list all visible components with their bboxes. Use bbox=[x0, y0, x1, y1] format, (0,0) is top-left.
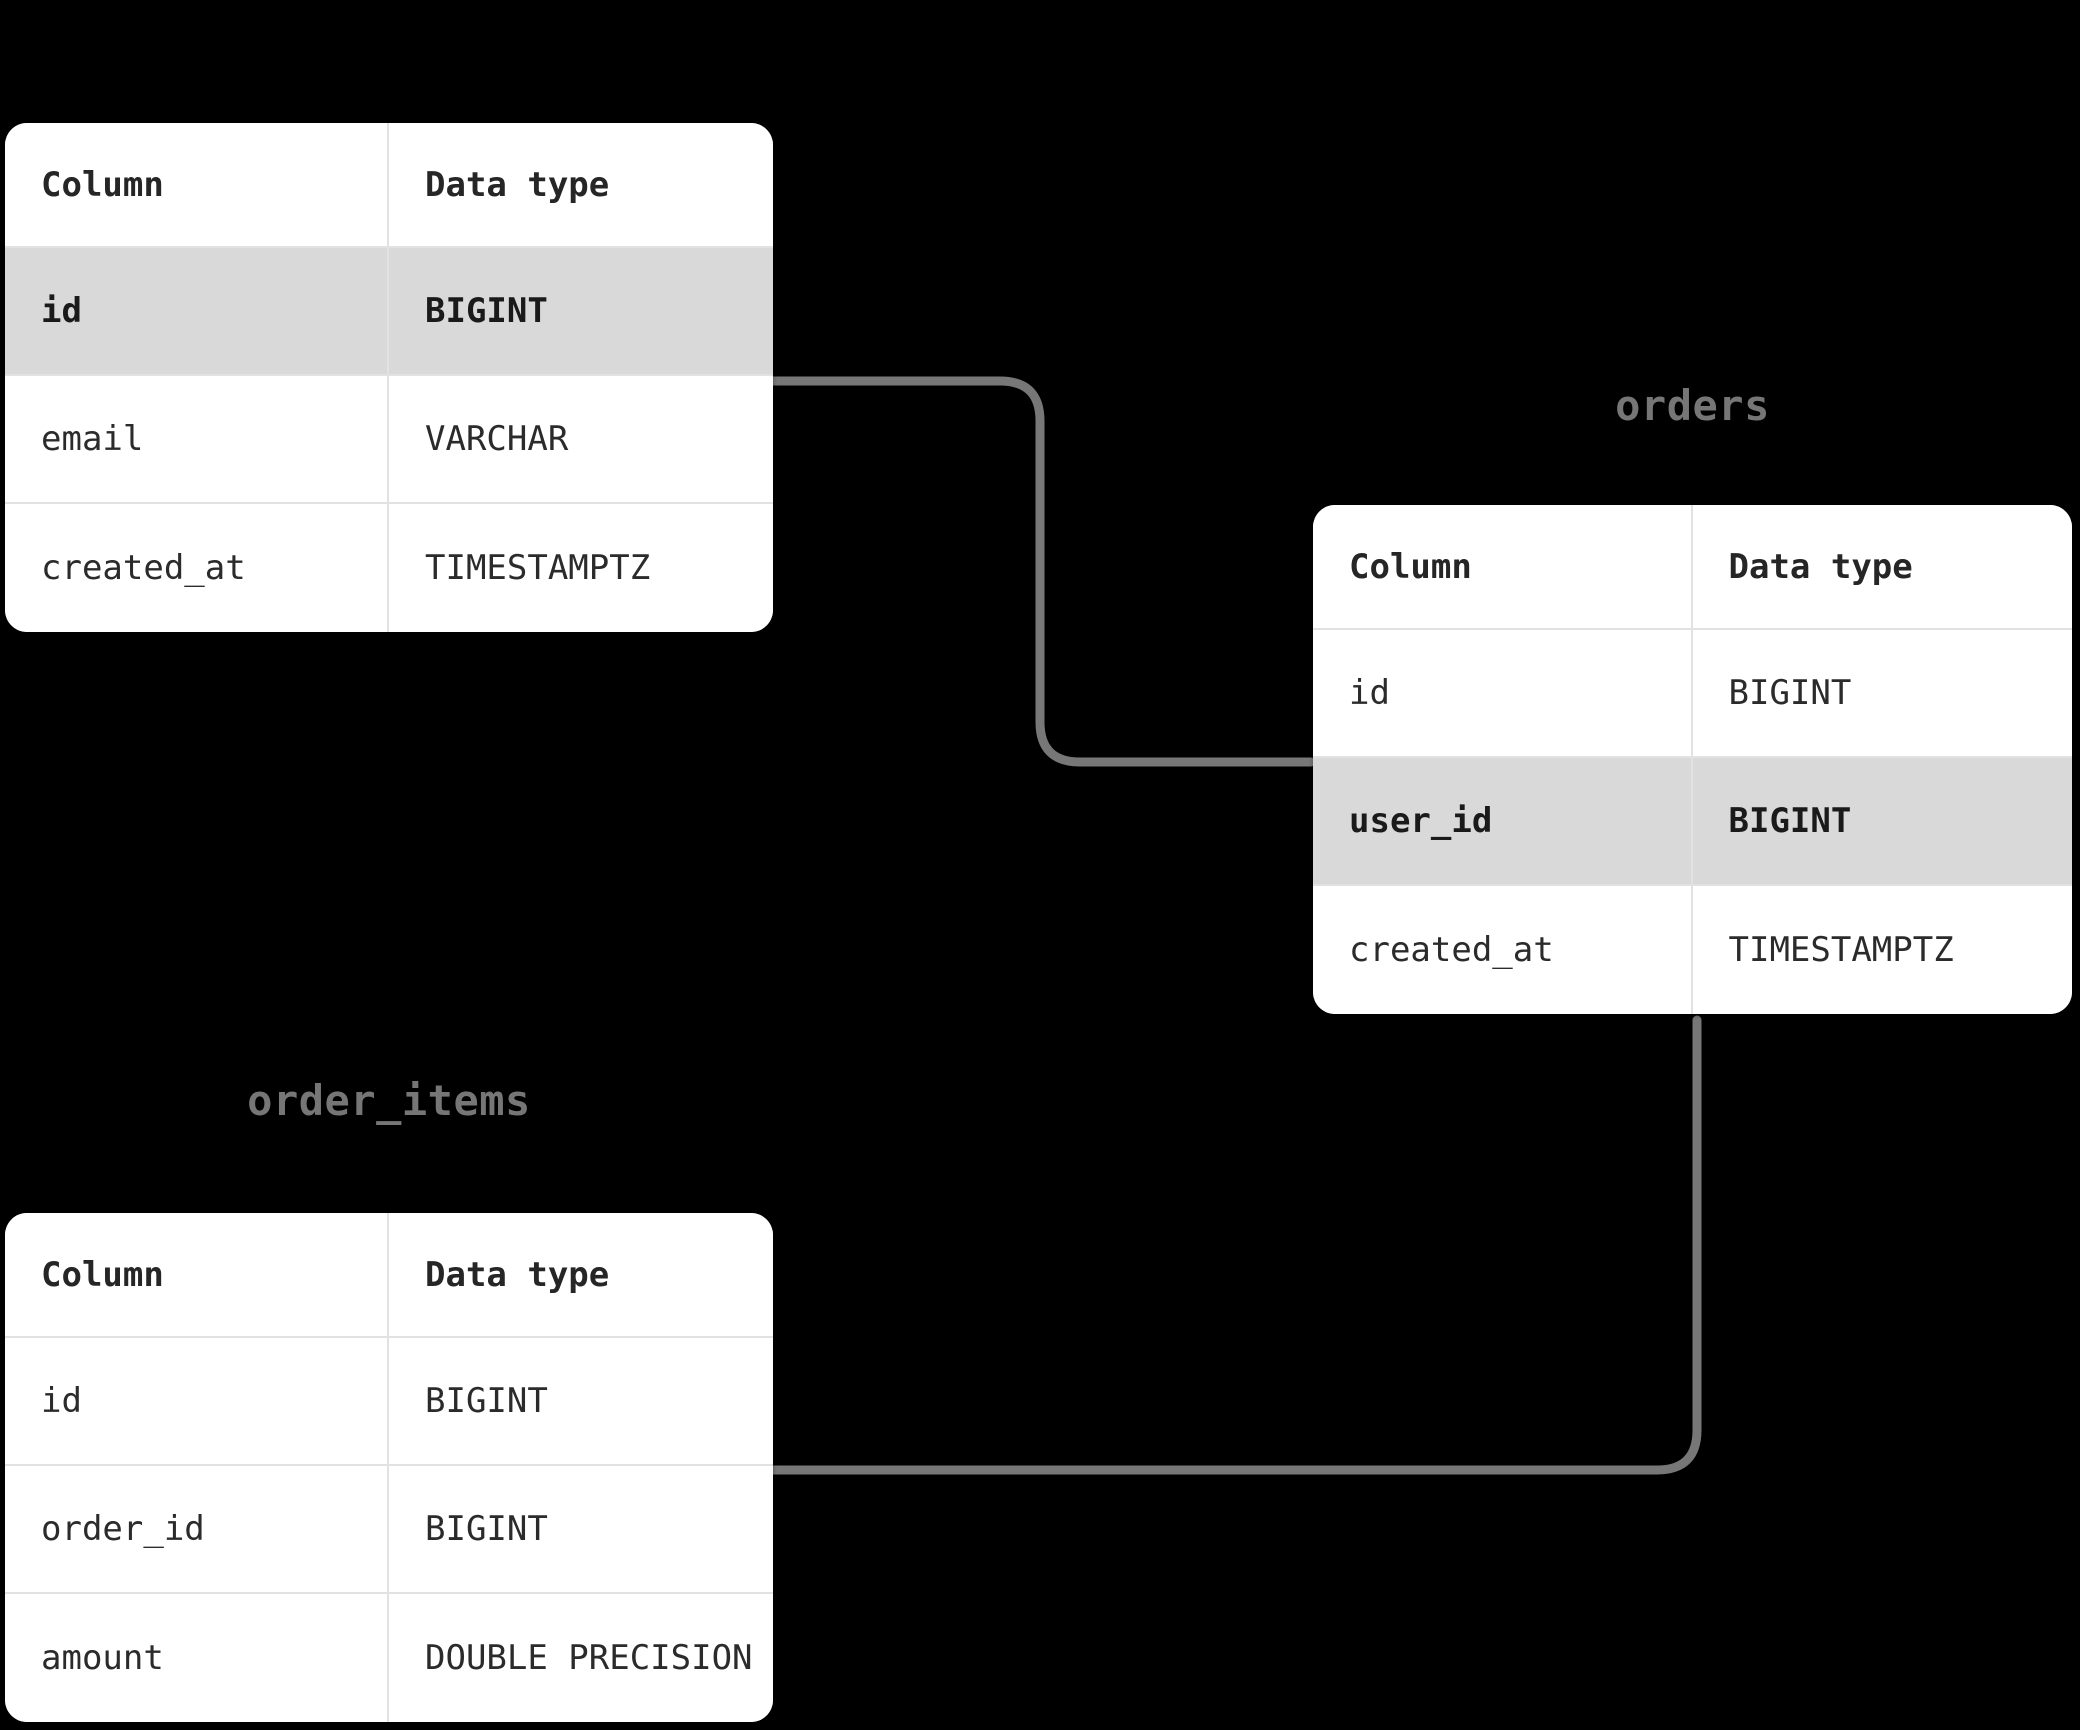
cell-column-name: id bbox=[5, 248, 389, 374]
edge-orders-to-order-items bbox=[767, 1015, 1702, 1475]
cell-data-type: BIGINT bbox=[425, 291, 548, 331]
header-column: Column bbox=[5, 1213, 389, 1336]
table-header-row: Column Data type bbox=[5, 1213, 773, 1338]
entity-card-order-items[interactable]: Column Data type id BIGINT order_id BIGI… bbox=[5, 1213, 773, 1722]
cell-column-name: created_at bbox=[5, 504, 389, 632]
cell-data-type: BIGINT bbox=[1728, 801, 1852, 841]
entity-title-order-items: order_items bbox=[247, 1076, 531, 1125]
cell-data-type: BIGINT bbox=[1728, 673, 1852, 713]
cell-column-name: created_at bbox=[1313, 886, 1693, 1014]
cell-data-type: VARCHAR bbox=[425, 419, 569, 459]
cell-data-type: TIMESTAMPTZ bbox=[1728, 930, 1954, 970]
table-row[interactable]: created_at TIMESTAMPTZ bbox=[5, 504, 773, 632]
cell-data-type: BIGINT bbox=[425, 1509, 548, 1549]
table-header-row: Column Data type bbox=[1313, 505, 2072, 630]
table-row[interactable]: id BIGINT bbox=[1313, 630, 2072, 758]
cell-column-name: id bbox=[1313, 630, 1693, 756]
header-data-type: Data type bbox=[425, 1254, 610, 1295]
cell-column-name: order_id bbox=[5, 1466, 389, 1592]
table-row[interactable]: id BIGINT bbox=[5, 1338, 773, 1466]
cell-data-type: BIGINT bbox=[425, 1381, 548, 1421]
cell-data-type: DOUBLE PRECISION bbox=[425, 1638, 753, 1678]
table-header-row: Column Data type bbox=[5, 123, 773, 248]
table-row[interactable]: user_id BIGINT bbox=[1313, 758, 2072, 886]
entity-card-orders[interactable]: Column Data type id BIGINT user_id BIGIN… bbox=[1313, 505, 2072, 1014]
header-column: Column bbox=[5, 123, 389, 246]
table-row[interactable]: created_at TIMESTAMPTZ bbox=[1313, 886, 2072, 1014]
table-row[interactable]: amount DOUBLE PRECISION bbox=[5, 1594, 773, 1722]
cell-data-type: TIMESTAMPTZ bbox=[425, 548, 651, 588]
header-data-type: Data type bbox=[1728, 546, 1913, 587]
cell-column-name: email bbox=[5, 376, 389, 502]
cell-column-name: user_id bbox=[1313, 758, 1693, 884]
table-row[interactable]: order_id BIGINT bbox=[5, 1466, 773, 1594]
cell-column-name: id bbox=[5, 1338, 389, 1464]
entity-title-orders: orders bbox=[1615, 381, 1770, 430]
header-column: Column bbox=[1313, 505, 1693, 628]
edge-users-to-orders bbox=[765, 376, 1316, 767]
table-row[interactable]: email VARCHAR bbox=[5, 376, 773, 504]
cell-column-name: amount bbox=[5, 1594, 389, 1722]
entity-card-users[interactable]: Column Data type id BIGINT email VARCHAR… bbox=[5, 123, 773, 632]
header-data-type: Data type bbox=[425, 164, 610, 205]
table-row[interactable]: id BIGINT bbox=[5, 248, 773, 376]
